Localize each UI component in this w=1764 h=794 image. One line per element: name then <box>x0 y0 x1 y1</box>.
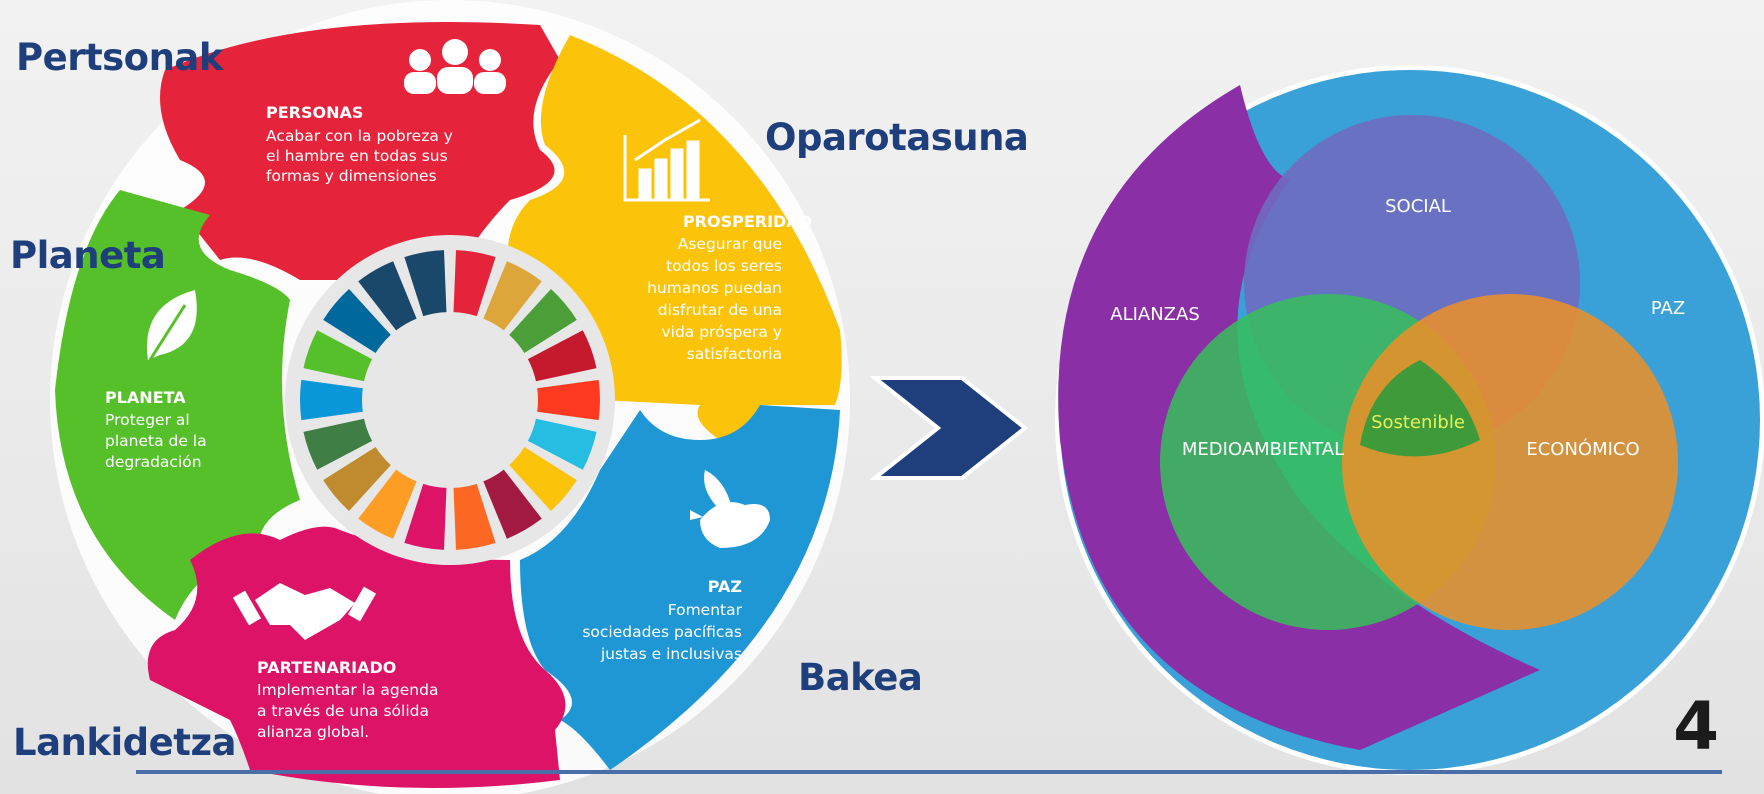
pillar-personas-line: Acabar con la pobreza y <box>266 127 453 145</box>
alianzas-band <box>1058 85 1540 750</box>
pillar-paz-text: PAZ Fomentar sociedades pacíficas justas… <box>582 577 742 663</box>
pillar-personas-line: el hambre en todas sus <box>266 147 448 165</box>
pillar-personas-text: PERSONAS Acabar con la pobreza y el hamb… <box>266 103 453 185</box>
sdg-wheel-hub <box>370 320 530 480</box>
pillar-paz-line: sociedades pacíficas <box>582 623 742 641</box>
pillar-paz-piece <box>520 405 840 770</box>
pillar-planeta-title: PLANETA <box>105 388 186 407</box>
sdg-wheel-segment <box>404 483 447 550</box>
sustainability-venn-diagram: SOCIAL MEDIOAMBIENTAL ECONÓMICO Sostenib… <box>1055 65 1764 775</box>
label-planeta: Planeta <box>10 234 166 277</box>
venn-label-economico: ECONÓMICO <box>1526 438 1639 460</box>
pillar-prosperidad-line: Asegurar que <box>678 235 782 253</box>
pillar-prosperidad-line: satisfactoria <box>687 345 782 363</box>
sdg-wheel-segment <box>300 379 363 421</box>
growth-chart-icon <box>623 118 710 202</box>
sdg-wheel-segment <box>323 289 391 353</box>
pillar-prosperidad-line: todos los seres <box>666 257 782 275</box>
dove-icon <box>690 470 770 548</box>
pillar-partenariado-line: alianza global. <box>257 723 369 741</box>
pillar-paz-line: justas e inclusivas <box>600 645 742 663</box>
sdg-wheel-segment <box>509 289 577 353</box>
pillar-paz-title: PAZ <box>708 577 742 596</box>
sostenible-center <box>1360 360 1480 457</box>
sdg-wheel-segment <box>358 261 417 331</box>
sdg-wheel-segment <box>483 469 542 539</box>
sdg-wheel-segment <box>358 469 417 539</box>
economico-circle <box>1342 294 1678 630</box>
venn-label-alianzas: ALIANZAS <box>1110 304 1200 325</box>
pillar-partenariado-text: PARTENARIADO Implementar la agenda a tra… <box>257 658 438 741</box>
sdg-wheel-segment <box>453 250 496 317</box>
pillar-planeta-line: degradación <box>105 453 202 471</box>
chevron-right-icon <box>869 376 1029 480</box>
sdg-wheel-segment <box>303 418 373 470</box>
venn-label-social: SOCIAL <box>1385 196 1451 217</box>
label-lankidetza: Lankidetza <box>13 721 236 764</box>
pillar-planeta-line: Proteger al <box>105 411 190 429</box>
label-pertsonak: Pertsonak <box>16 36 224 79</box>
sdg-wheel-segment <box>323 447 391 511</box>
sdg-wheel-segment <box>527 330 597 382</box>
pillar-planeta-line: planeta de la <box>105 432 207 450</box>
pillar-prosperidad-title: PROSPERIDAD <box>683 212 812 231</box>
pillar-personas-title: PERSONAS <box>266 103 363 122</box>
label-bakea: Bakea <box>798 656 923 699</box>
sdg-color-wheel <box>300 250 600 550</box>
sdg-wheel-segment <box>527 418 597 470</box>
sdg-wheel-segment <box>303 330 373 382</box>
pillar-personas-line: formas y dimensiones <box>266 167 437 185</box>
pillar-partenariado-title: PARTENARIADO <box>257 658 396 677</box>
five-ps-wheel: PERSONAS Acabar con la pobreza y el hamb… <box>50 0 850 794</box>
sdg-wheel-segment <box>483 261 542 331</box>
pillar-partenariado-line: a través de una sólida <box>257 702 429 720</box>
pillar-paz-line: Fomentar <box>668 601 743 619</box>
sdg-wheel-segment <box>404 250 447 317</box>
pillar-prosperidad-line: humanos puedan <box>647 279 782 297</box>
label-oparotasuna: Oparotasuna <box>765 116 1029 159</box>
pillar-partenariado-piece <box>147 526 566 788</box>
venn-label-medioambiental: MEDIOAMBIENTAL <box>1182 439 1344 460</box>
leaf-icon <box>146 290 197 361</box>
handshake-icon <box>232 583 377 640</box>
venn-label-paz: PAZ <box>1651 298 1685 319</box>
sdg-wheel-segment <box>537 379 600 421</box>
pillar-prosperidad-line: vida próspera y <box>661 323 782 341</box>
venn-label-sostenible: Sostenible <box>1371 412 1465 433</box>
sdg-wheel-segment <box>509 447 577 511</box>
pillar-planeta-text: PLANETA Proteger al planeta de la degrad… <box>105 388 207 471</box>
pillar-partenariado-line: Implementar la agenda <box>257 681 438 699</box>
pillar-prosperidad-text: PROSPERIDAD Asegurar que todos los seres… <box>647 212 812 363</box>
pillar-planeta-piece <box>55 190 300 620</box>
footer-divider <box>136 770 1722 774</box>
slide-number: 4 <box>1673 688 1719 765</box>
sdg-wheel-segment <box>453 483 496 550</box>
pillar-prosperidad-line: disfrutar de una <box>658 301 782 319</box>
people-icon <box>404 39 506 94</box>
